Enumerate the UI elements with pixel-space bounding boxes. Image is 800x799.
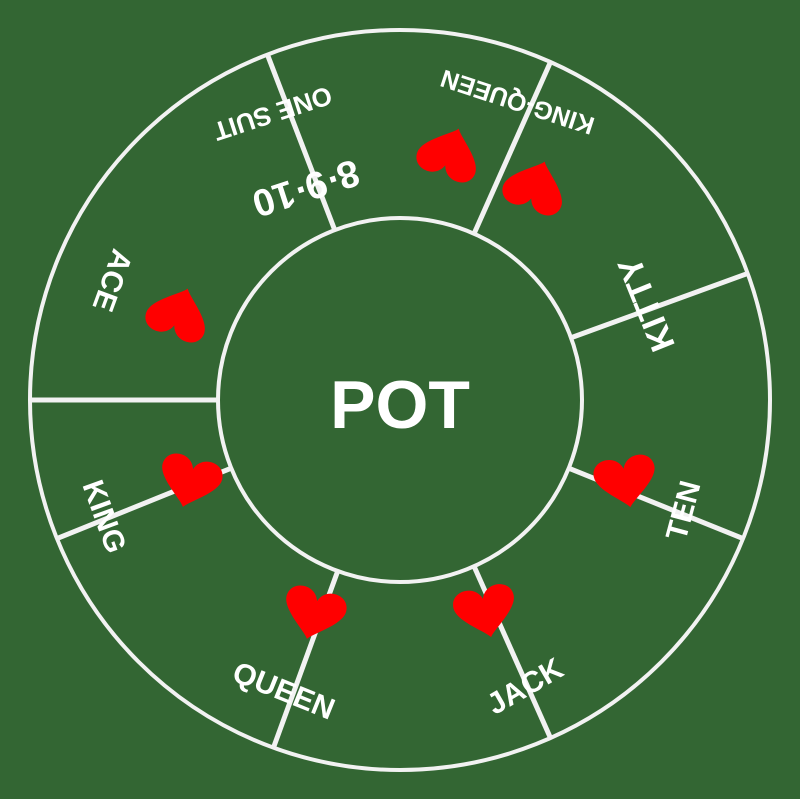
- pot-label: POT: [330, 367, 470, 443]
- segment-divider: [471, 60, 553, 235]
- segment-divider: [570, 271, 749, 341]
- segment-divider: [265, 53, 338, 231]
- pot-circle[interactable]: [216, 216, 584, 584]
